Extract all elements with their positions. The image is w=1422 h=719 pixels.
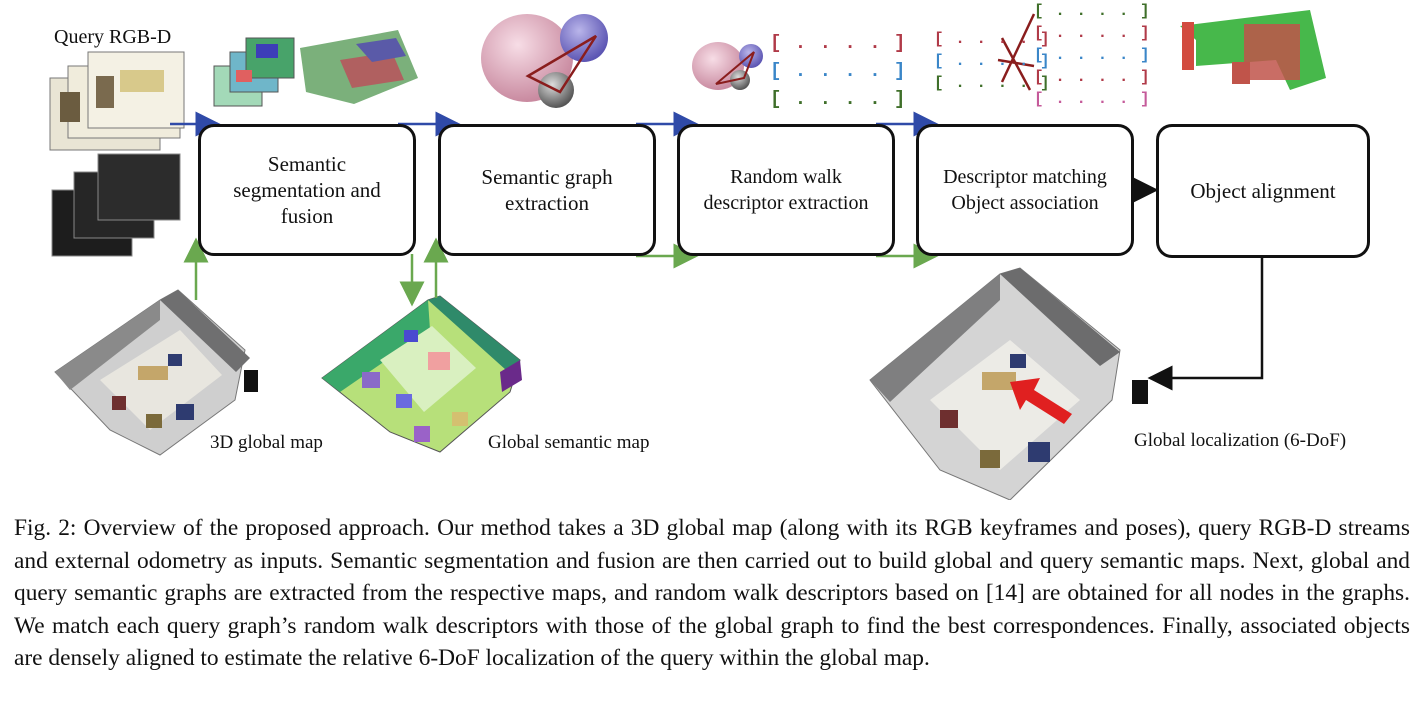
match-descriptor-r4: [ . . . . ] xyxy=(1034,68,1151,86)
semantic-map-label: Global semantic map xyxy=(488,432,650,453)
match-descriptor-r2: [ . . . . ] xyxy=(1034,24,1151,42)
global-map-render xyxy=(54,289,258,456)
match-descriptor-r3: [ . . . . ] xyxy=(1034,46,1151,64)
match-descriptor-blue: [ . . . . ] xyxy=(934,52,1051,70)
pointcloud-thumbnail xyxy=(1180,10,1326,90)
figure-graphics xyxy=(49,10,1326,500)
match-descriptor-r5: [ . . . . ] xyxy=(1034,90,1151,108)
localization-label: Global localization (6-DoF) xyxy=(1134,430,1347,451)
match-descriptor-r1: [ . . . . ] xyxy=(1034,2,1151,20)
segmentation-thumbnails xyxy=(213,30,418,107)
semantic-map-render xyxy=(321,295,522,453)
match-descriptor-green: [ . . . . ] xyxy=(934,74,1051,92)
descriptor-green: [ . . . . ] xyxy=(770,88,907,110)
descriptor-blue: [ . . . . ] xyxy=(770,60,907,82)
global-map-label: 3D global map xyxy=(210,432,323,453)
query-rgbd-label: Query RGB-D xyxy=(54,26,172,48)
localization-arrow-icon xyxy=(1010,378,1072,424)
query-depth-frames xyxy=(51,153,181,257)
semantic-graph-illustration xyxy=(481,14,608,108)
alignment-arrows xyxy=(1133,177,1264,391)
query-rgb-frames xyxy=(49,51,185,151)
global-flow-arrows xyxy=(183,237,939,307)
semantic-graph-box: Semantic graph extraction xyxy=(438,124,656,256)
overview-figure: Query RGB-D 3D global map Global semanti… xyxy=(49,2,1370,500)
descriptor-red: [ . . . . ] xyxy=(770,32,907,54)
random-walk-illustration xyxy=(692,42,763,90)
matching-lines xyxy=(997,13,1036,91)
localization-render xyxy=(869,267,1148,500)
match-descriptor-red: [ . . . . ] xyxy=(934,30,1051,48)
semantic-segmentation-box: Semantic segmentation and fusion xyxy=(198,124,416,256)
caption-text: Fig. 2: Overview of the proposed approac… xyxy=(14,515,1410,672)
random-walk-box: Random walk descriptor extraction xyxy=(677,124,895,256)
object-alignment-box: Object alignment xyxy=(1156,124,1370,258)
descriptor-matching-box: Descriptor matching Object association xyxy=(916,124,1134,256)
figure-caption: Fig. 2: Overview of the proposed approac… xyxy=(14,512,1410,675)
